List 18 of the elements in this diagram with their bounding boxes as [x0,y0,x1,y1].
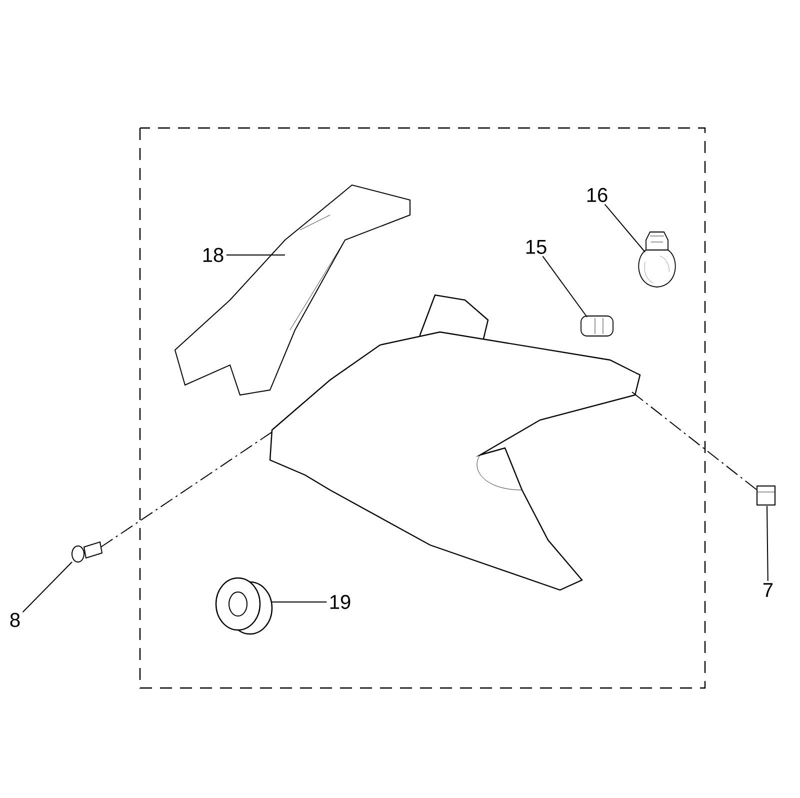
callout-number: 8 [10,612,20,628]
callout-number: 18 [203,248,224,262]
leader-line [542,256,588,318]
callout-number: 15 [526,240,546,254]
leader-line [22,562,72,613]
cover-drawing [269,294,641,591]
leader-line [766,506,768,582]
leader-line [226,254,286,256]
callout-number: 7 [763,583,773,597]
bolt-drawing [72,541,103,562]
assembly-line [632,392,758,490]
callout-number: 19 [330,594,350,610]
clip-drawing [756,486,776,506]
callout-number: 16 [587,188,608,202]
grommet-drawing [215,577,273,635]
bulb-drawing [638,232,676,288]
bulb-drawing [580,316,614,336]
leader-line [604,204,646,252]
